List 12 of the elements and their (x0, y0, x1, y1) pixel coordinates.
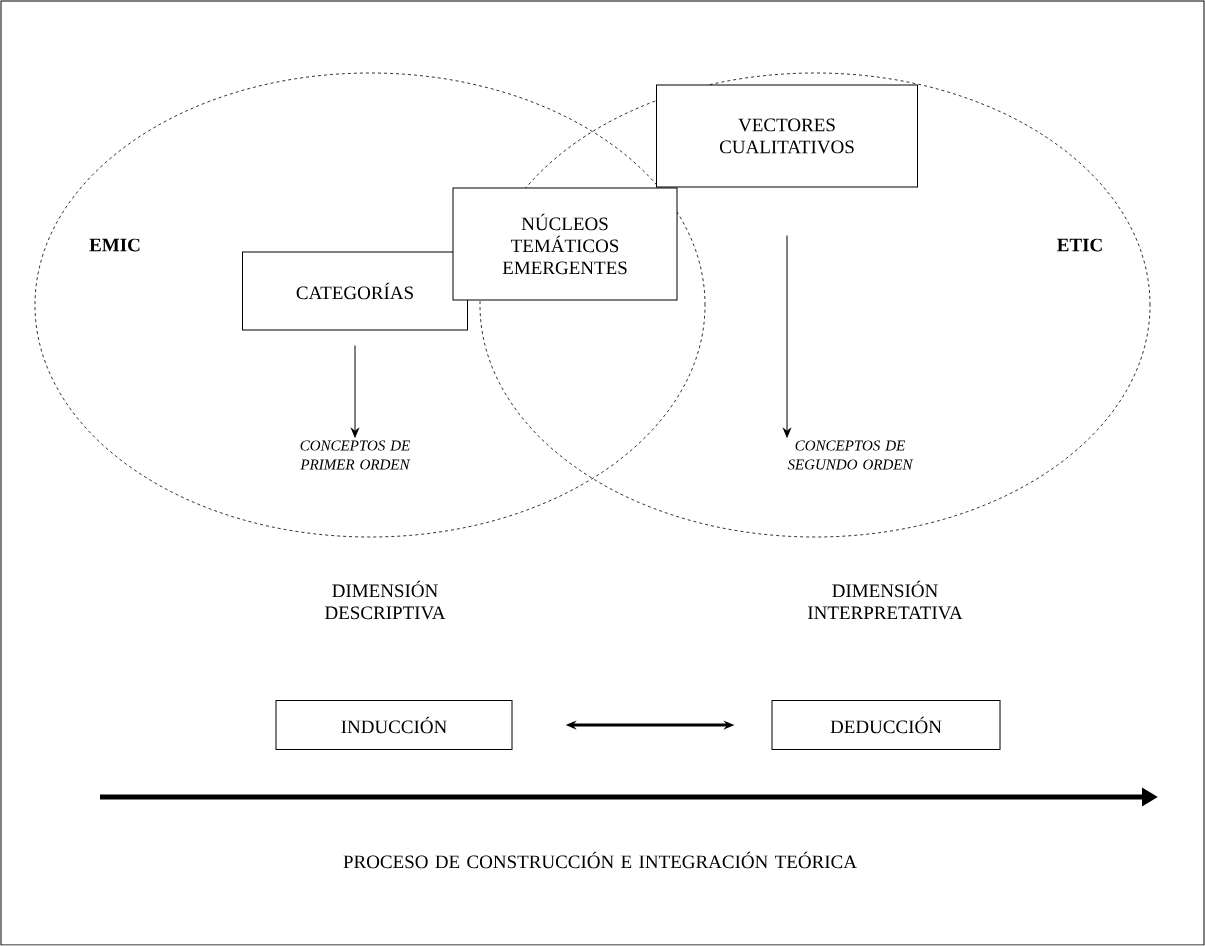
concept-text: CONCEPTOS DE SEGUNDO ORDEN (787, 440, 914, 470)
caption-text: DIMENSIÓN INTERPRETATIVA (808, 580, 963, 620)
ellipse-label: EMIC (89, 238, 140, 252)
concept-text: CONCEPTOS DE PRIMER ORDEN (300, 440, 411, 470)
arrow (783, 235, 791, 438)
text-box: DEDUCCIÓN (771, 700, 1001, 750)
text-box: CATEGORÍAS (242, 251, 468, 331)
ellipse-label: ETIC (1057, 238, 1102, 252)
arrow (351, 345, 359, 438)
text-box: INDUCCIÓN (275, 700, 513, 750)
caption-text: DIMENSIÓN DESCRIPTIVA (325, 580, 446, 620)
caption-text: PROCESO DE CONSTRUCCIÓN E INTEGRACIÓN TEÓRICA (343, 851, 857, 869)
